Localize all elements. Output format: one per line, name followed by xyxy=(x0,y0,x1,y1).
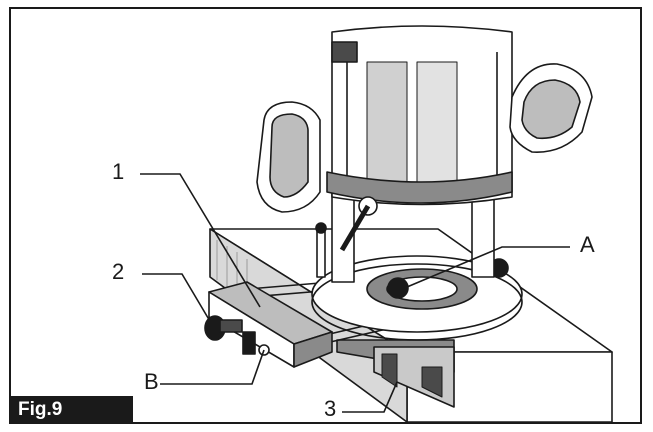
callout-a: A xyxy=(580,232,595,257)
figure-frame: 1 2 B 3 A xyxy=(9,7,642,424)
router-illustration xyxy=(140,25,613,422)
callout-3: 3 xyxy=(324,396,337,421)
figure-badge: Fig.9 xyxy=(9,396,133,424)
straight-guide-plate xyxy=(336,339,455,408)
router-body xyxy=(326,25,513,283)
callout-1: 1 xyxy=(112,159,125,184)
router-handles xyxy=(256,63,593,213)
callout-2: 2 xyxy=(112,259,125,284)
leader-lines xyxy=(140,173,570,413)
callout-b: B xyxy=(144,369,159,394)
router-base xyxy=(311,222,523,341)
